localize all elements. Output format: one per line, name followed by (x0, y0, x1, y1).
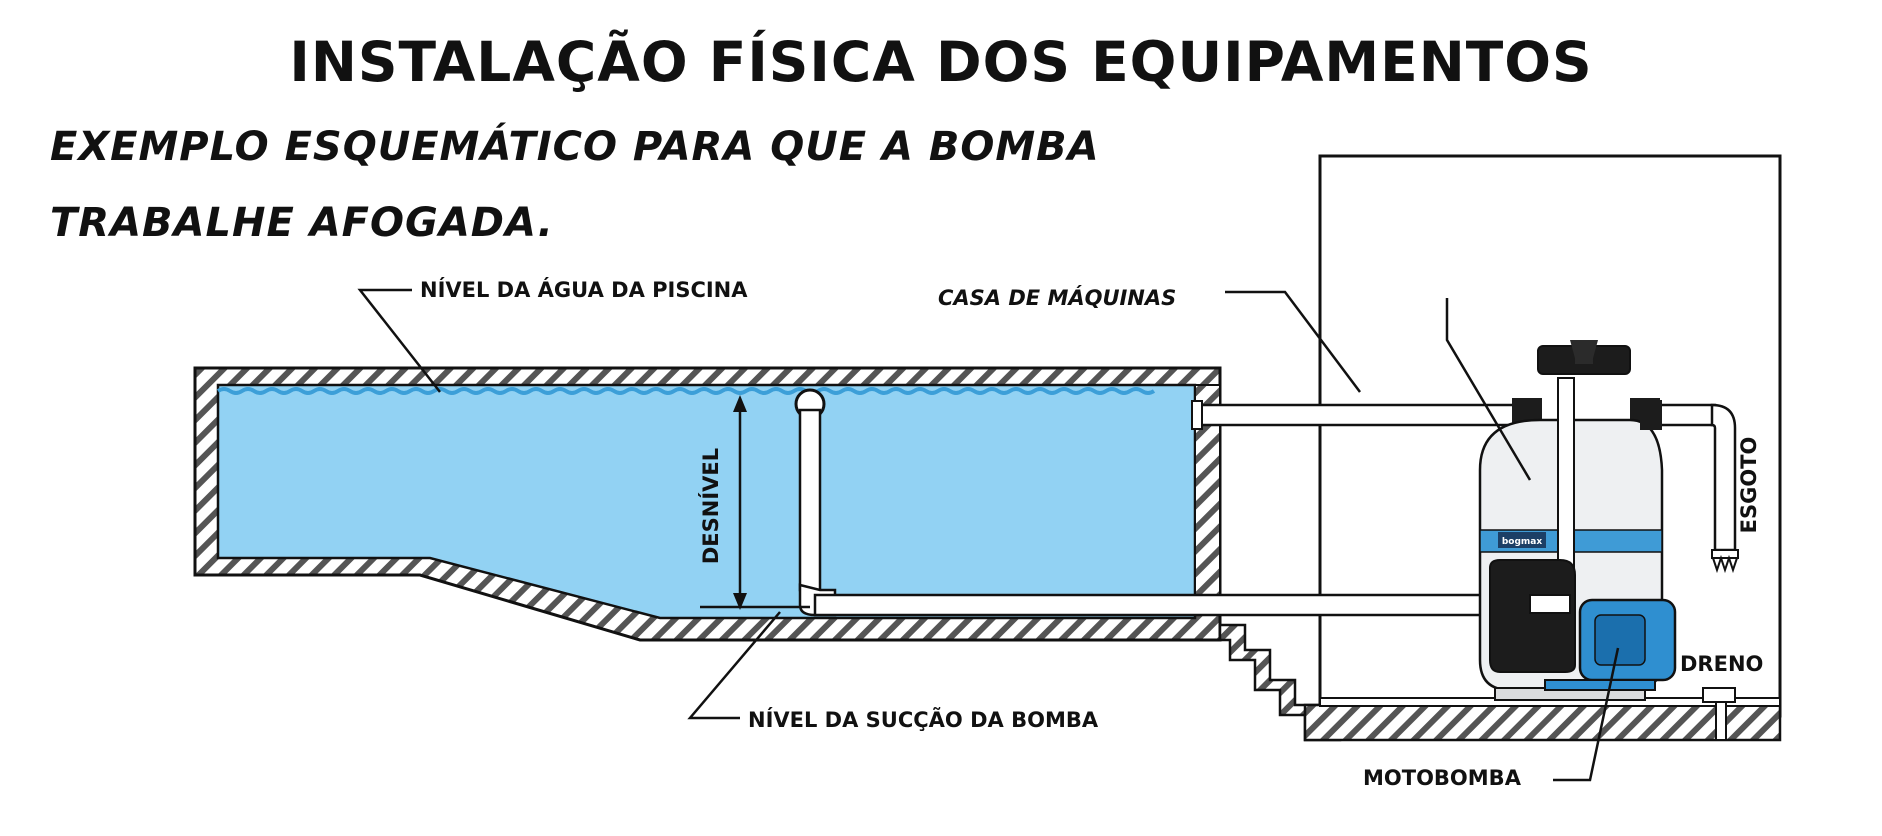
page-title: INSTALAÇÃO FÍSICA DOS EQUIPAMENTOS (289, 30, 1593, 94)
height-difference-arrow (700, 395, 810, 610)
filter-leader (1445, 298, 1532, 481)
leader-lines (357, 288, 1620, 782)
subtitle-line-2: TRABALHE AFOGADA. (50, 200, 554, 246)
height-difference-label: DESNÍVEL (698, 448, 723, 564)
filter-brand-label: bogmax (1502, 537, 1543, 547)
machine-house-label: CASA DE MÁQUINAS (938, 286, 1177, 310)
backwash-label: ESGOTO (1737, 437, 1761, 534)
water-level-leader (357, 288, 441, 393)
motor-pump (1489, 559, 1677, 691)
machine-house-leader (1225, 290, 1361, 393)
suction-level-label: NÍVEL DA SUCÇÃO DA BOMBA (748, 708, 1099, 732)
water-level-label: NÍVEL DA ÁGUA DA PISCINA (420, 278, 748, 302)
water-surface-line (216, 387, 1156, 395)
return-pipe (1191, 400, 1542, 430)
backwash-pipe (1640, 400, 1739, 574)
drain-label: DRENO (1680, 652, 1764, 676)
suction-pipe (794, 388, 1497, 617)
subtitle-line-1: EXEMPLO ESQUEMÁTICO PARA QUE A BOMBA (50, 124, 1100, 170)
drain-grate (1702, 687, 1736, 703)
motor-pump-label: MOTOBOMBA (1363, 766, 1521, 790)
suction-level-leader (687, 611, 781, 720)
machine-house (1303, 154, 1782, 742)
pool-structure (193, 366, 1222, 642)
motor-pump-leader (1553, 647, 1620, 782)
machine-house-floor (1303, 703, 1782, 742)
